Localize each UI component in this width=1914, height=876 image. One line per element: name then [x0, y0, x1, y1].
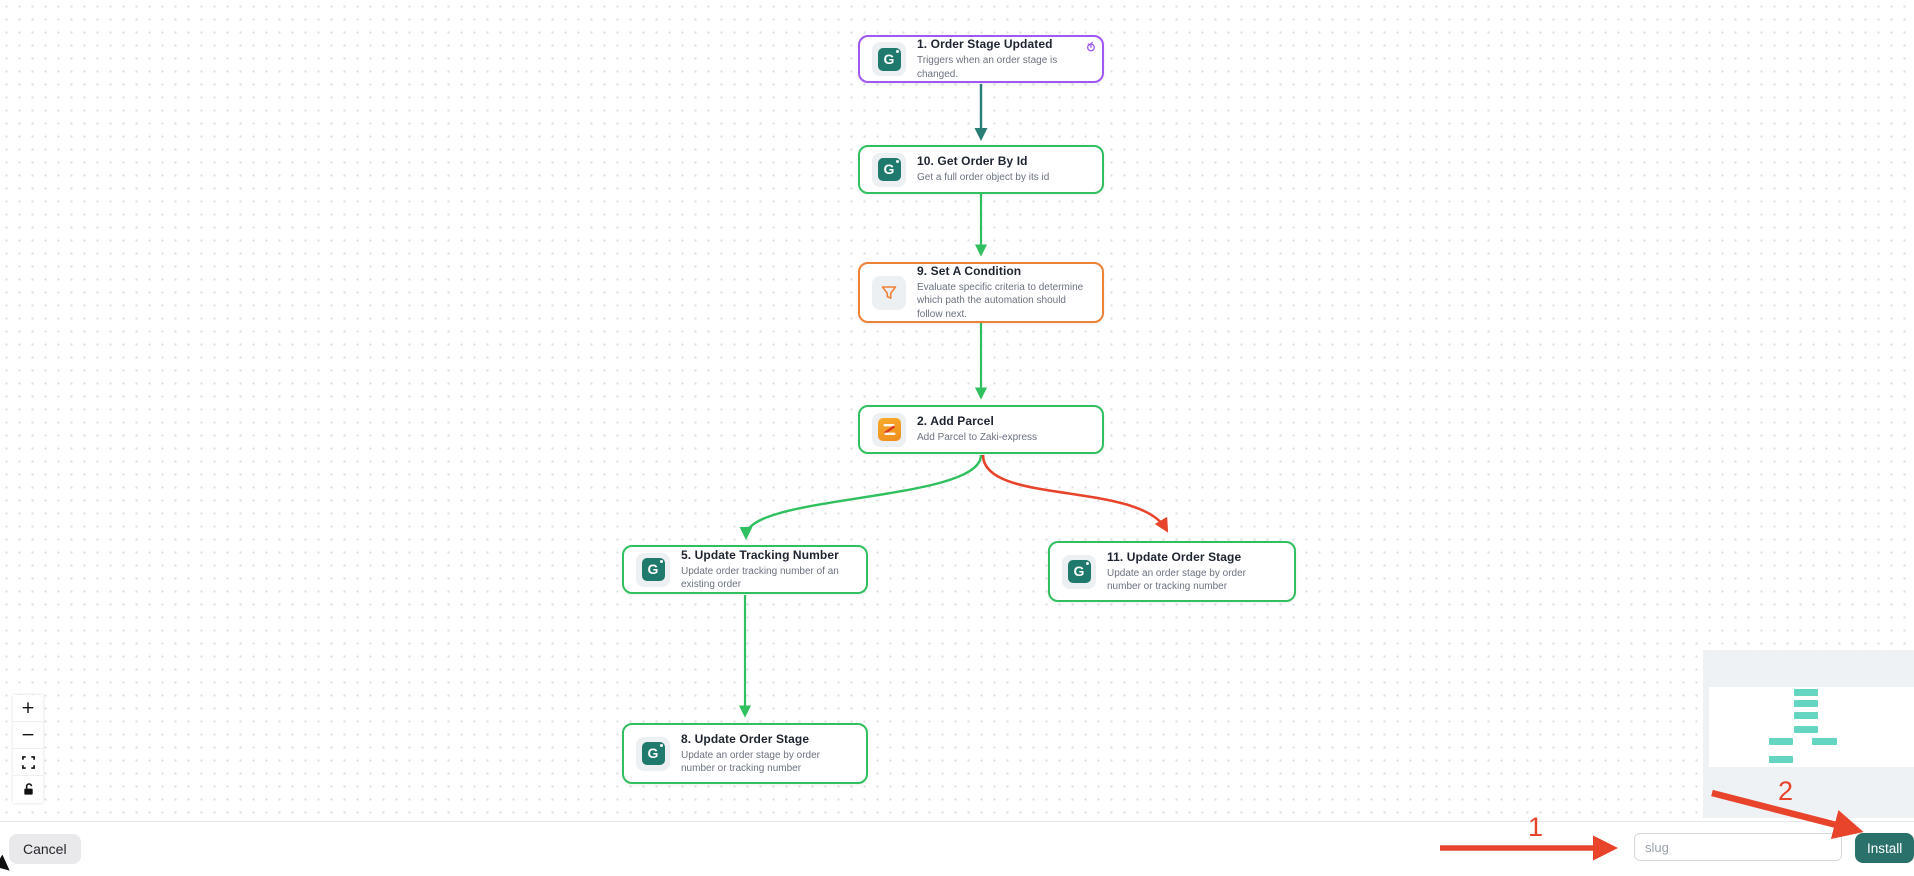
- slug-input[interactable]: [1634, 833, 1842, 861]
- flow-canvas[interactable]: G 1. Order Stage Updated Triggers when a…: [0, 0, 1914, 821]
- minimap-node-marker: [1794, 689, 1818, 696]
- g-logo-icon: G: [872, 42, 906, 76]
- node-title: 10. Get Order By Id: [917, 154, 1028, 169]
- minimap-node-marker: [1794, 700, 1818, 707]
- minimap-node-marker: [1769, 756, 1793, 763]
- filter-funnel-icon: [872, 275, 906, 310]
- unlock-icon: [23, 783, 33, 795]
- g-logo-icon: G: [636, 552, 670, 587]
- g-logo-icon: G: [636, 736, 670, 771]
- node-description: Update an order stage by order number or…: [681, 749, 820, 775]
- cancel-button[interactable]: Cancel: [9, 834, 81, 864]
- g-logo-icon: G: [1062, 554, 1096, 589]
- minimap-node-marker: [1794, 712, 1818, 719]
- flow-minimap[interactable]: [1703, 650, 1914, 818]
- node-order-stage-updated[interactable]: G 1. Order Stage Updated Triggers when a…: [858, 35, 1104, 83]
- minimap-node-marker: [1769, 738, 1793, 745]
- footer-bar: Cancel Install: [0, 821, 1914, 869]
- node-title: 5. Update Tracking Number: [681, 547, 839, 562]
- node-title: 2. Add Parcel: [917, 414, 994, 429]
- node-description: Get a full order object by its id: [917, 172, 1050, 184]
- node-description: Triggers when an order stage is changed.: [917, 55, 1058, 80]
- node-description: Update order tracking number of an exist…: [681, 565, 839, 591]
- node-update-order-stage-8[interactable]: G 8. Update Order Stage Update an order …: [622, 723, 868, 784]
- minimap-node-marker: [1812, 738, 1837, 745]
- edge-add-parcel-to-update-tracking: [739, 454, 983, 540]
- node-update-tracking-number[interactable]: G 5. Update Tracking Number Update order…: [622, 545, 868, 594]
- fit-view-icon: [21, 755, 35, 769]
- node-description: Evaluate specific criteria to determine …: [917, 281, 1084, 320]
- node-title: 1. Order Stage Updated: [917, 37, 1053, 51]
- node-add-parcel[interactable]: 2. Add Parcel Add Parcel to Zaki-express: [858, 405, 1104, 454]
- node-get-order-by-id[interactable]: G 10. Get Order By Id Get a full order o…: [858, 145, 1104, 194]
- edge-add-parcel-to-update-order-stage: [981, 454, 1169, 533]
- minimap-node-marker: [1794, 726, 1818, 733]
- lock-button[interactable]: [13, 776, 43, 803]
- zoom-out-button[interactable]: −: [13, 722, 43, 749]
- node-set-a-condition[interactable]: 9. Set A Condition Evaluate specific cri…: [858, 262, 1104, 323]
- g-logo-icon: G: [872, 152, 906, 187]
- trigger-indicator-icon: [1085, 41, 1096, 52]
- node-title: 11. Update Order Stage: [1107, 549, 1242, 564]
- fit-view-button[interactable]: [13, 749, 43, 776]
- node-description: Add Parcel to Zaki-express: [917, 432, 1038, 444]
- node-description: Update an order stage by order number or…: [1107, 567, 1246, 593]
- node-title: 9. Set A Condition: [917, 263, 1022, 278]
- zoom-in-button[interactable]: +: [13, 695, 43, 722]
- node-update-order-stage-11[interactable]: G 11. Update Order Stage Update an order…: [1048, 541, 1296, 602]
- zaki-express-logo-icon: [872, 412, 906, 447]
- canvas-controls: + −: [13, 695, 43, 803]
- install-button[interactable]: Install: [1855, 833, 1914, 863]
- node-title: 8. Update Order Stage: [681, 731, 810, 746]
